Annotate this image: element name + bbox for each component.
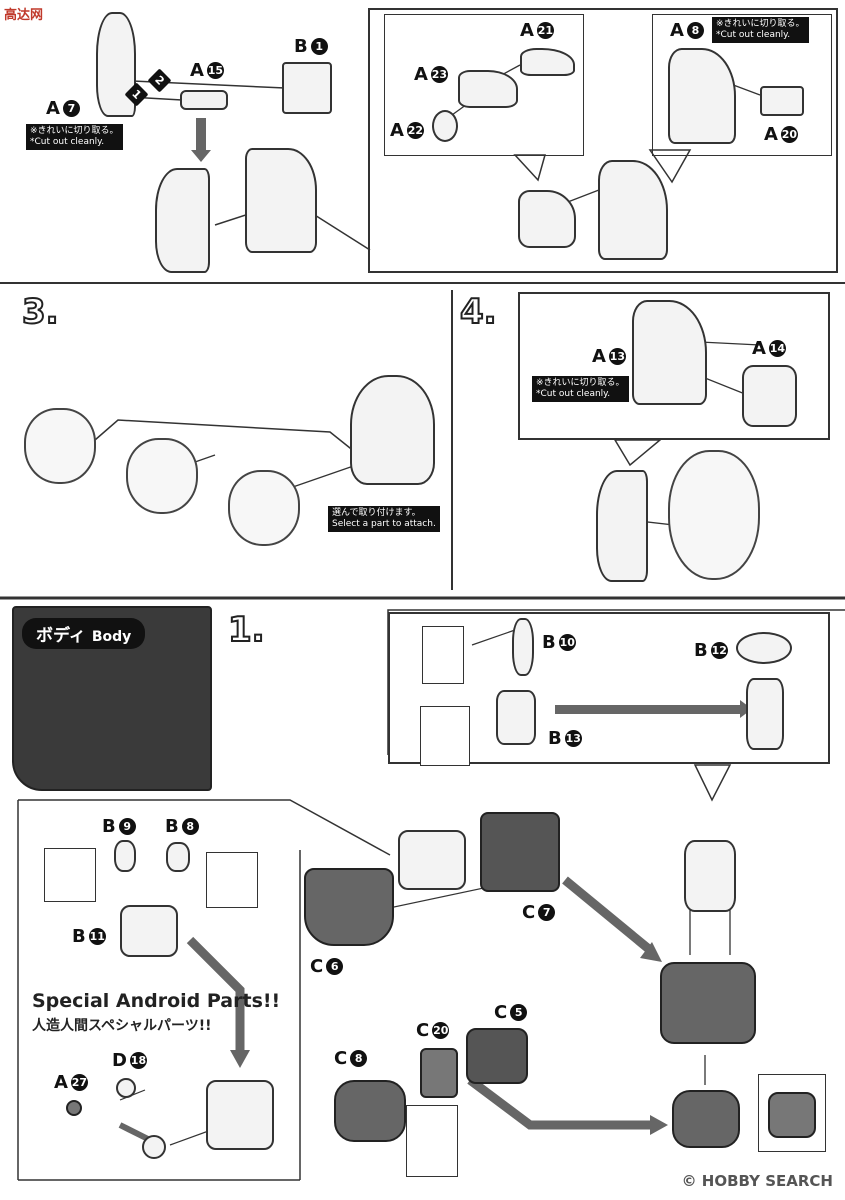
step2-inner-right (652, 14, 832, 156)
neck-assembled (746, 678, 784, 750)
torso-frame-assembled (206, 1080, 274, 1150)
b9-part (114, 840, 136, 872)
step2-inner-left (384, 14, 584, 156)
a13-part (632, 300, 707, 405)
site-logo: 高达网 (4, 8, 44, 23)
c7-part (480, 812, 560, 892)
seq-1: 1 (124, 82, 149, 107)
b1-part (282, 62, 332, 114)
assembled-head (668, 450, 760, 580)
special-parts-title-jp: 人造人間スペシャルパーツ!! (32, 1018, 212, 1034)
face-1 (24, 408, 96, 484)
b10-inset (422, 626, 464, 684)
cut-note-1: ※きれいに切り取る。*Cut out cleanly. (26, 124, 123, 150)
b8-part (166, 842, 190, 872)
step-1-number: 1. (227, 609, 266, 651)
b11-part (120, 905, 178, 957)
b10-part (512, 618, 534, 676)
torso-assembled (660, 962, 756, 1044)
head-shell-left (155, 168, 210, 273)
a23-part (458, 70, 518, 108)
head-shell-right (245, 148, 317, 253)
a27-part (66, 1100, 82, 1116)
a20-part (760, 86, 804, 116)
b13-part (496, 690, 536, 745)
step2-detail-box (368, 8, 838, 273)
b12-part (736, 632, 792, 664)
a22-part (432, 110, 458, 142)
a8-part (668, 48, 736, 144)
special-parts-title-en: Special Android Parts!! (32, 990, 281, 1012)
neck-detail-box (388, 612, 830, 764)
a14-part (742, 365, 797, 427)
b8-inset (206, 852, 258, 908)
a15-part (180, 90, 228, 110)
assembled-a21-a23 (518, 190, 576, 248)
torso-frame (398, 830, 466, 890)
b13-inset (420, 706, 470, 766)
cut-note-3: ※きれいに切り取る。*Cut out cleanly. (532, 376, 629, 402)
hip-inset-part (768, 1092, 816, 1138)
c8-part (334, 1080, 406, 1142)
head-shell-step4 (596, 470, 648, 582)
c20-inset (406, 1105, 458, 1177)
hip-assembled (672, 1090, 740, 1148)
c5-part (466, 1028, 528, 1084)
d18-part (116, 1078, 136, 1098)
select-note: 選んで取り付けます。Select a part to attach. (328, 506, 440, 532)
assembled-a8 (598, 160, 668, 260)
c20-part (420, 1048, 458, 1098)
b9-inset (44, 848, 96, 902)
step-3-number: 3. (21, 291, 60, 333)
step-4-number: 4. (459, 291, 498, 333)
neck-on-torso (684, 840, 736, 912)
a21-part (520, 48, 575, 76)
watermark: © HOBBY SEARCH (681, 1172, 833, 1190)
face-2 (126, 438, 198, 514)
c6-part (304, 868, 394, 946)
seq-2: 2 (147, 68, 172, 93)
hair-assembly (350, 375, 435, 485)
step4-detail-box (518, 292, 830, 440)
cut-note-2: ※きれいに切り取る。*Cut out cleanly. (712, 17, 809, 43)
face-3 (228, 470, 300, 546)
special-joint-assembled (142, 1135, 166, 1159)
